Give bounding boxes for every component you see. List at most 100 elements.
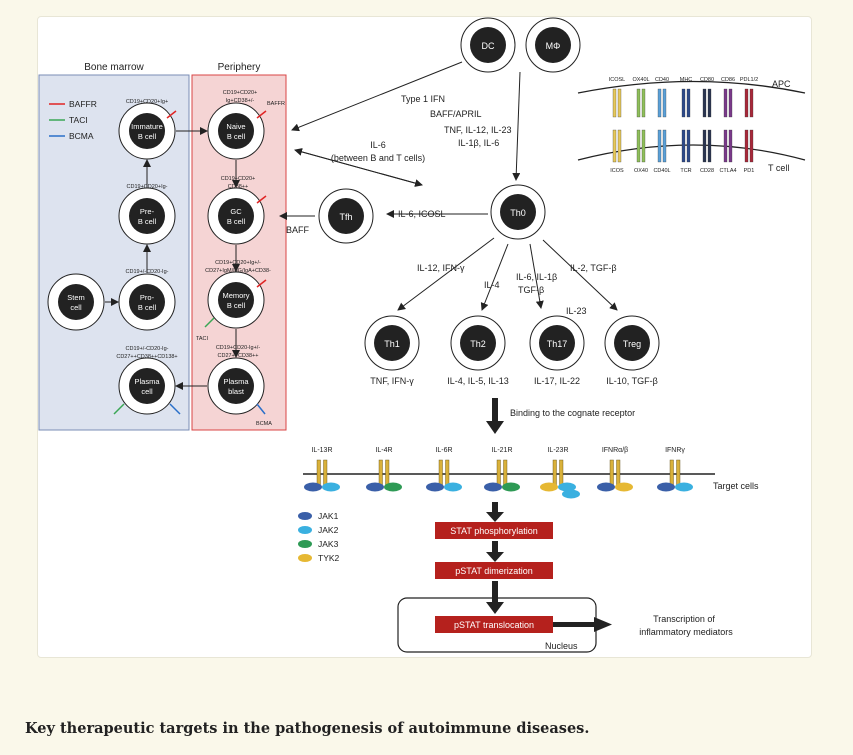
treg-output: IL-10, TGF-β [606, 376, 658, 386]
treg-signal: IL-2, TGF-β [570, 263, 617, 273]
svg-text:cell: cell [141, 387, 153, 396]
tnf-label-1: TNF, IL-12, IL-23 [444, 125, 512, 135]
tcell-molecule-cd40l: CD40L [653, 129, 671, 174]
svg-text:Plasma: Plasma [223, 377, 249, 386]
receptor-ifnr: IFNRγ [657, 447, 693, 492]
receptor-ifnr: IFNRα/β [597, 447, 633, 492]
th2-cell: Th2 [450, 315, 506, 371]
il6-label-2: (between B and T cells) [331, 153, 425, 163]
il6-icosl-label: IL-6, ICOSL [398, 209, 446, 219]
bone-marrow-label: Bone marrow [84, 62, 144, 73]
plasma-cell-marker-2: CD27++CD38++CD138+ [116, 354, 177, 360]
periphery-label: Periphery [218, 62, 261, 73]
naive-marker-1: CD19+CD20+ [223, 90, 258, 96]
receptor-il13r: IL-13R [304, 447, 340, 492]
jak-jak2-mark [675, 482, 693, 492]
receptor-label: IFNRγ [665, 447, 685, 454]
apc-molecule-label: CD80 [700, 77, 714, 83]
tcell-molecule-ox40: OX40 [634, 129, 648, 174]
svg-text:B cell: B cell [227, 217, 246, 226]
step-phosphorylation: STAT phosphorylation [450, 526, 538, 536]
tcell-molecule-label: CTLA4 [719, 168, 736, 174]
jak-jak1-mark [304, 482, 322, 492]
signal-arrows [279, 61, 618, 311]
th0-cell: Th0 [490, 184, 546, 240]
svg-text:DC: DC [482, 41, 495, 51]
tnf-label-2: IL-1β, IL-6 [458, 138, 499, 148]
taci-tag: TACI [196, 336, 209, 342]
apc-molecule-label: OX40L [632, 77, 649, 83]
tcell-molecule-label: OX40 [634, 168, 648, 174]
svg-text:Pre-: Pre- [140, 207, 155, 216]
legend-bcma-label: BCMA [69, 131, 94, 141]
tcell-molecule-pd1: PD1 [744, 129, 754, 174]
svg-text:Th17: Th17 [547, 339, 568, 349]
pathogenesis-diagram: Bone marrow Periphery BAFFR TACI BCMA CD… [38, 17, 806, 653]
apc-label: APC [772, 79, 791, 89]
apc-molecule-cd80: CD80 [700, 77, 714, 118]
plasmablast-marker-1: CD19+CD20-Ig+/- [216, 345, 260, 351]
receptor-label: IL-6R [435, 447, 452, 454]
svg-text:B cell: B cell [227, 301, 246, 310]
svg-text:Stem: Stem [67, 293, 85, 302]
receptor-il4r: IL-4R [366, 447, 402, 492]
receptor-label: IL-13R [311, 447, 332, 454]
step-phosphorylation-box [435, 522, 553, 539]
svg-text:Tfh: Tfh [339, 212, 352, 222]
transcription-arrow [553, 617, 612, 632]
receptor-label: IFNRα/β [602, 447, 628, 454]
tfh-cell: Tfh [318, 188, 374, 244]
baff-april-label: BAFF/APRIL [430, 109, 482, 119]
bcma-tag: BCMA [256, 421, 272, 427]
receptor-il21r: IL-21R [484, 447, 520, 492]
pre-b-cell: Pre- B cell [118, 187, 176, 245]
svg-text:Treg: Treg [623, 339, 641, 349]
legend-taci-label: TACI [69, 115, 88, 125]
pro-b-cell: Pro- B cell [118, 273, 176, 331]
tcell-molecule-label: ICOS [610, 168, 624, 174]
jak-jak1-mark [426, 482, 444, 492]
binding-arrow [486, 398, 504, 434]
step-dimerization-box [435, 562, 553, 579]
tcell-molecule-label: CD28 [700, 168, 714, 174]
jak-jak3-mark [384, 482, 402, 492]
baff-label: BAFF [286, 225, 310, 235]
jak-jak2-mark [444, 482, 462, 492]
legend-baffr-label: BAFFR [69, 99, 97, 109]
svg-text:B cell: B cell [138, 217, 157, 226]
immature-b-cell: Immature B cell [118, 102, 177, 160]
jak-legend: JAK1 JAK2 JAK3 TYK2 [298, 511, 340, 563]
apc-molecule-label: PDL1/2 [740, 77, 758, 83]
jak-jak1-mark [484, 482, 502, 492]
immature-marker: CD19+CD20+Ig+ [126, 99, 168, 105]
th17-signal-2: TGF-β [518, 285, 544, 295]
dc-cell: DC [460, 17, 516, 73]
tcell-molecule-label: CD40L [653, 168, 670, 174]
apc-molecule-label: CD40 [655, 77, 669, 83]
svg-text:Th1: Th1 [384, 339, 400, 349]
apc-molecule-label: CD86 [721, 77, 735, 83]
cascade-arrows [486, 502, 504, 614]
baffr-tag: BAFFR [267, 101, 285, 107]
plasma-blast: Plasma blast [207, 357, 266, 415]
naive-marker-2: Ig+CD38+/- [226, 98, 255, 104]
jak-jak1-mark [366, 482, 384, 492]
il6-label-1: IL-6 [370, 140, 386, 150]
svg-text:Pro-: Pro- [140, 293, 155, 302]
th17-signal-3: IL-23 [566, 306, 587, 316]
jak2-label: JAK2 [318, 525, 339, 535]
transcription-label-1: Transcription of [653, 614, 715, 624]
t-cell-label: T cell [768, 163, 789, 173]
b-cell-arrows [105, 127, 240, 390]
jak2-swatch [298, 526, 312, 534]
svg-text:Th2: Th2 [470, 339, 486, 349]
jak-tyk2-mark [540, 482, 558, 492]
jak-jak2-mark [562, 489, 580, 499]
tcell-molecule-icos: ICOS [610, 129, 624, 174]
svg-text:B cell: B cell [227, 132, 246, 141]
apc-molecule-cd86: CD86 [721, 77, 735, 118]
th2-output: IL-4, IL-5, IL-13 [447, 376, 509, 386]
jak-tyk2-mark [615, 482, 633, 492]
target-cells-label: Target cells [713, 481, 759, 491]
